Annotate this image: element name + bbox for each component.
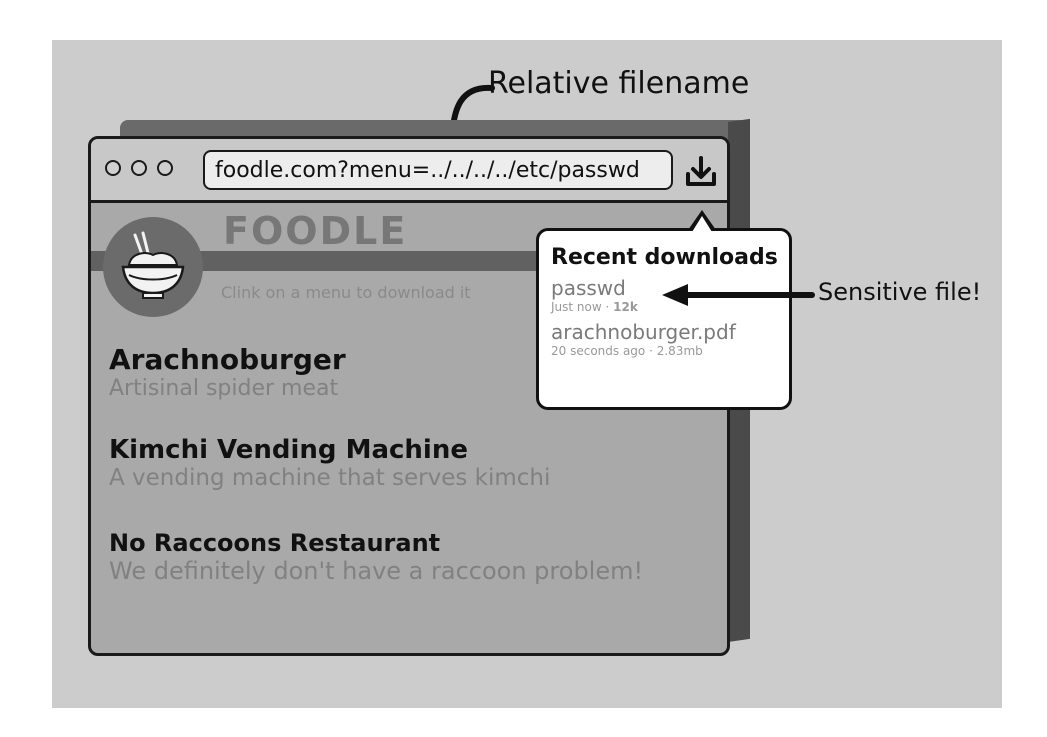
download-icon [686,156,716,186]
menu-item[interactable]: Kimchi Vending Machine A vending machine… [109,435,550,491]
address-bar[interactable]: foodle.com?menu=../../../../etc/passwd [203,150,673,190]
download-item-time: 20 seconds ago [551,344,646,358]
download-item-size: 2.83mb [656,344,703,358]
downloads-button[interactable] [683,153,719,189]
menu-item-description: We definitely don't have a raccoon probl… [109,557,644,585]
popup-pointer-fill [692,216,712,232]
browser-window: foodle.com?menu=../../../../etc/passwd F… [88,136,730,656]
menu-item-name: Kimchi Vending Machine [109,435,468,465]
sensitive-file-arrow [662,284,815,306]
address-bar-url: foodle.com?menu=../../../../etc/passwd [215,157,640,183]
download-item-meta: Just now · 12k [551,300,638,314]
menu-item-name: No Raccoons Restaurant [109,529,441,557]
menu-item-name: Arachnoburger [109,343,346,376]
menu-item-description: Artisinal spider meat [109,376,339,401]
download-item[interactable]: arachnoburger.pdf 20 seconds ago · 2.83m… [551,320,777,358]
download-item-name: passwd [551,276,626,300]
site-subtitle: Clink on a menu to download it [221,283,471,302]
relative-filename-annotation: Relative filename [488,66,750,101]
download-item-size: 12k [613,300,638,314]
download-item-meta: 20 seconds ago · 2.83mb [551,344,703,358]
menu-item-description: A vending machine that serves kimchi [109,465,551,491]
window-3d-top [120,120,750,140]
site-title: FOODLE [223,209,408,253]
download-item[interactable]: passwd Just now · 12k [551,276,777,314]
rice-bowl-icon [121,231,185,299]
window-control-maximize[interactable] [157,160,173,176]
menu-item[interactable]: Arachnoburger Artisinal spider meat [109,343,346,401]
site-logo[interactable] [103,217,203,317]
download-item-name: arachnoburger.pdf [551,320,736,344]
sensitive-file-annotation: Sensitive file! [818,278,982,306]
menu-item[interactable]: No Raccoons Restaurant We definitely don… [109,529,643,585]
window-control-minimize[interactable] [131,160,147,176]
downloads-popup: Recent downloads passwd Just now · 12k a… [536,228,792,410]
download-item-time: Just now [551,300,602,314]
browser-titlebar: foodle.com?menu=../../../../etc/passwd [91,139,727,203]
downloads-title: Recent downloads [551,245,778,270]
window-control-close[interactable] [105,160,121,176]
